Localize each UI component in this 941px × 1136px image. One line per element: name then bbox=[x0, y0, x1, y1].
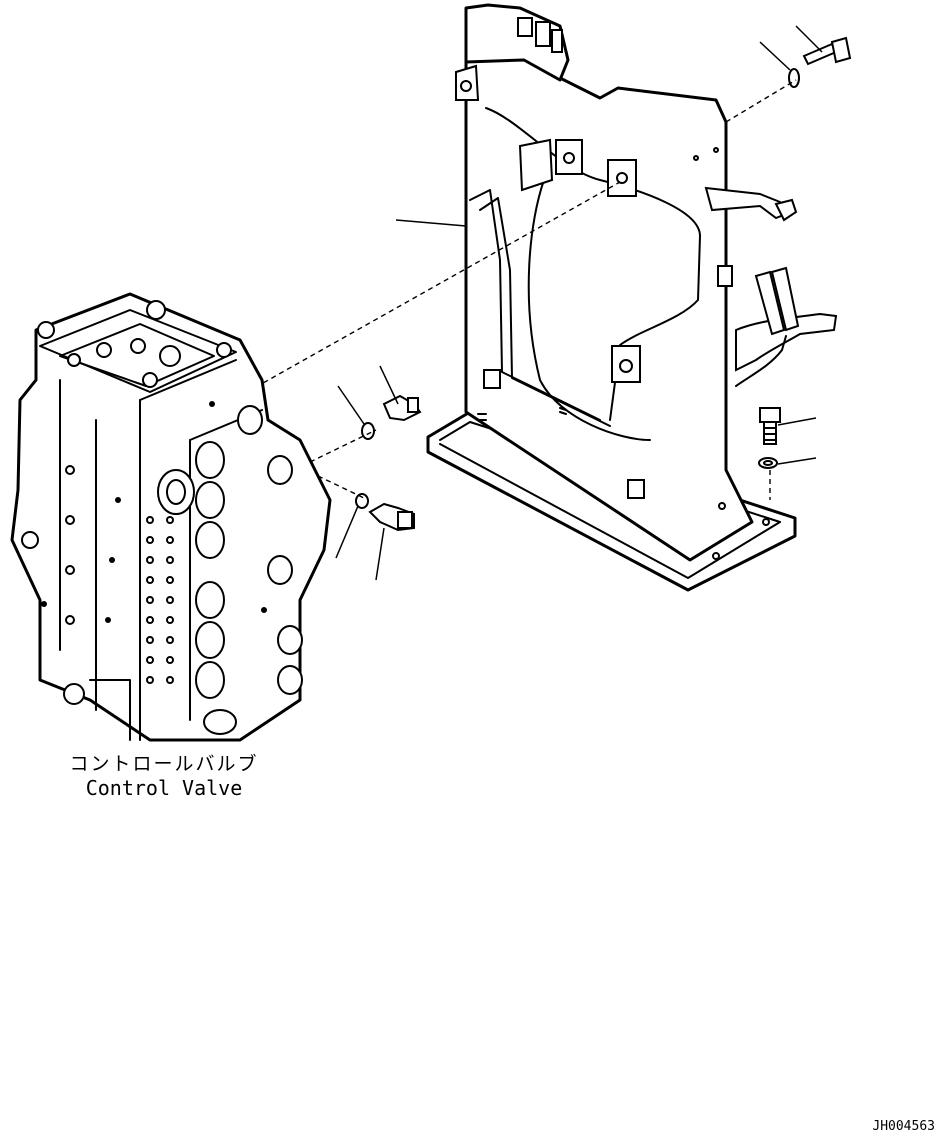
valve-top-fittings bbox=[21, 300, 232, 705]
o-ring-upper bbox=[361, 422, 375, 440]
washer-right bbox=[758, 457, 778, 469]
washer-top bbox=[788, 68, 800, 88]
o-ring-lower bbox=[355, 493, 369, 509]
valve-port-holes bbox=[65, 465, 174, 684]
pressure-sensor-lower bbox=[368, 502, 415, 532]
bolt-top bbox=[802, 36, 852, 66]
valve-bracket bbox=[426, 3, 838, 592]
control-valve bbox=[10, 292, 332, 742]
bolt-right bbox=[759, 407, 781, 445]
drawing-number: JH004563 bbox=[872, 1119, 935, 1134]
dashed-guides bbox=[239, 79, 797, 500]
leader-lines bbox=[335, 25, 823, 581]
control-valve-label-jp: コントロールバルブ bbox=[69, 752, 258, 775]
spool-caps bbox=[157, 405, 303, 735]
pressure-sensor-upper bbox=[382, 394, 422, 422]
control-valve-label-en: Control Valve bbox=[86, 776, 243, 800]
